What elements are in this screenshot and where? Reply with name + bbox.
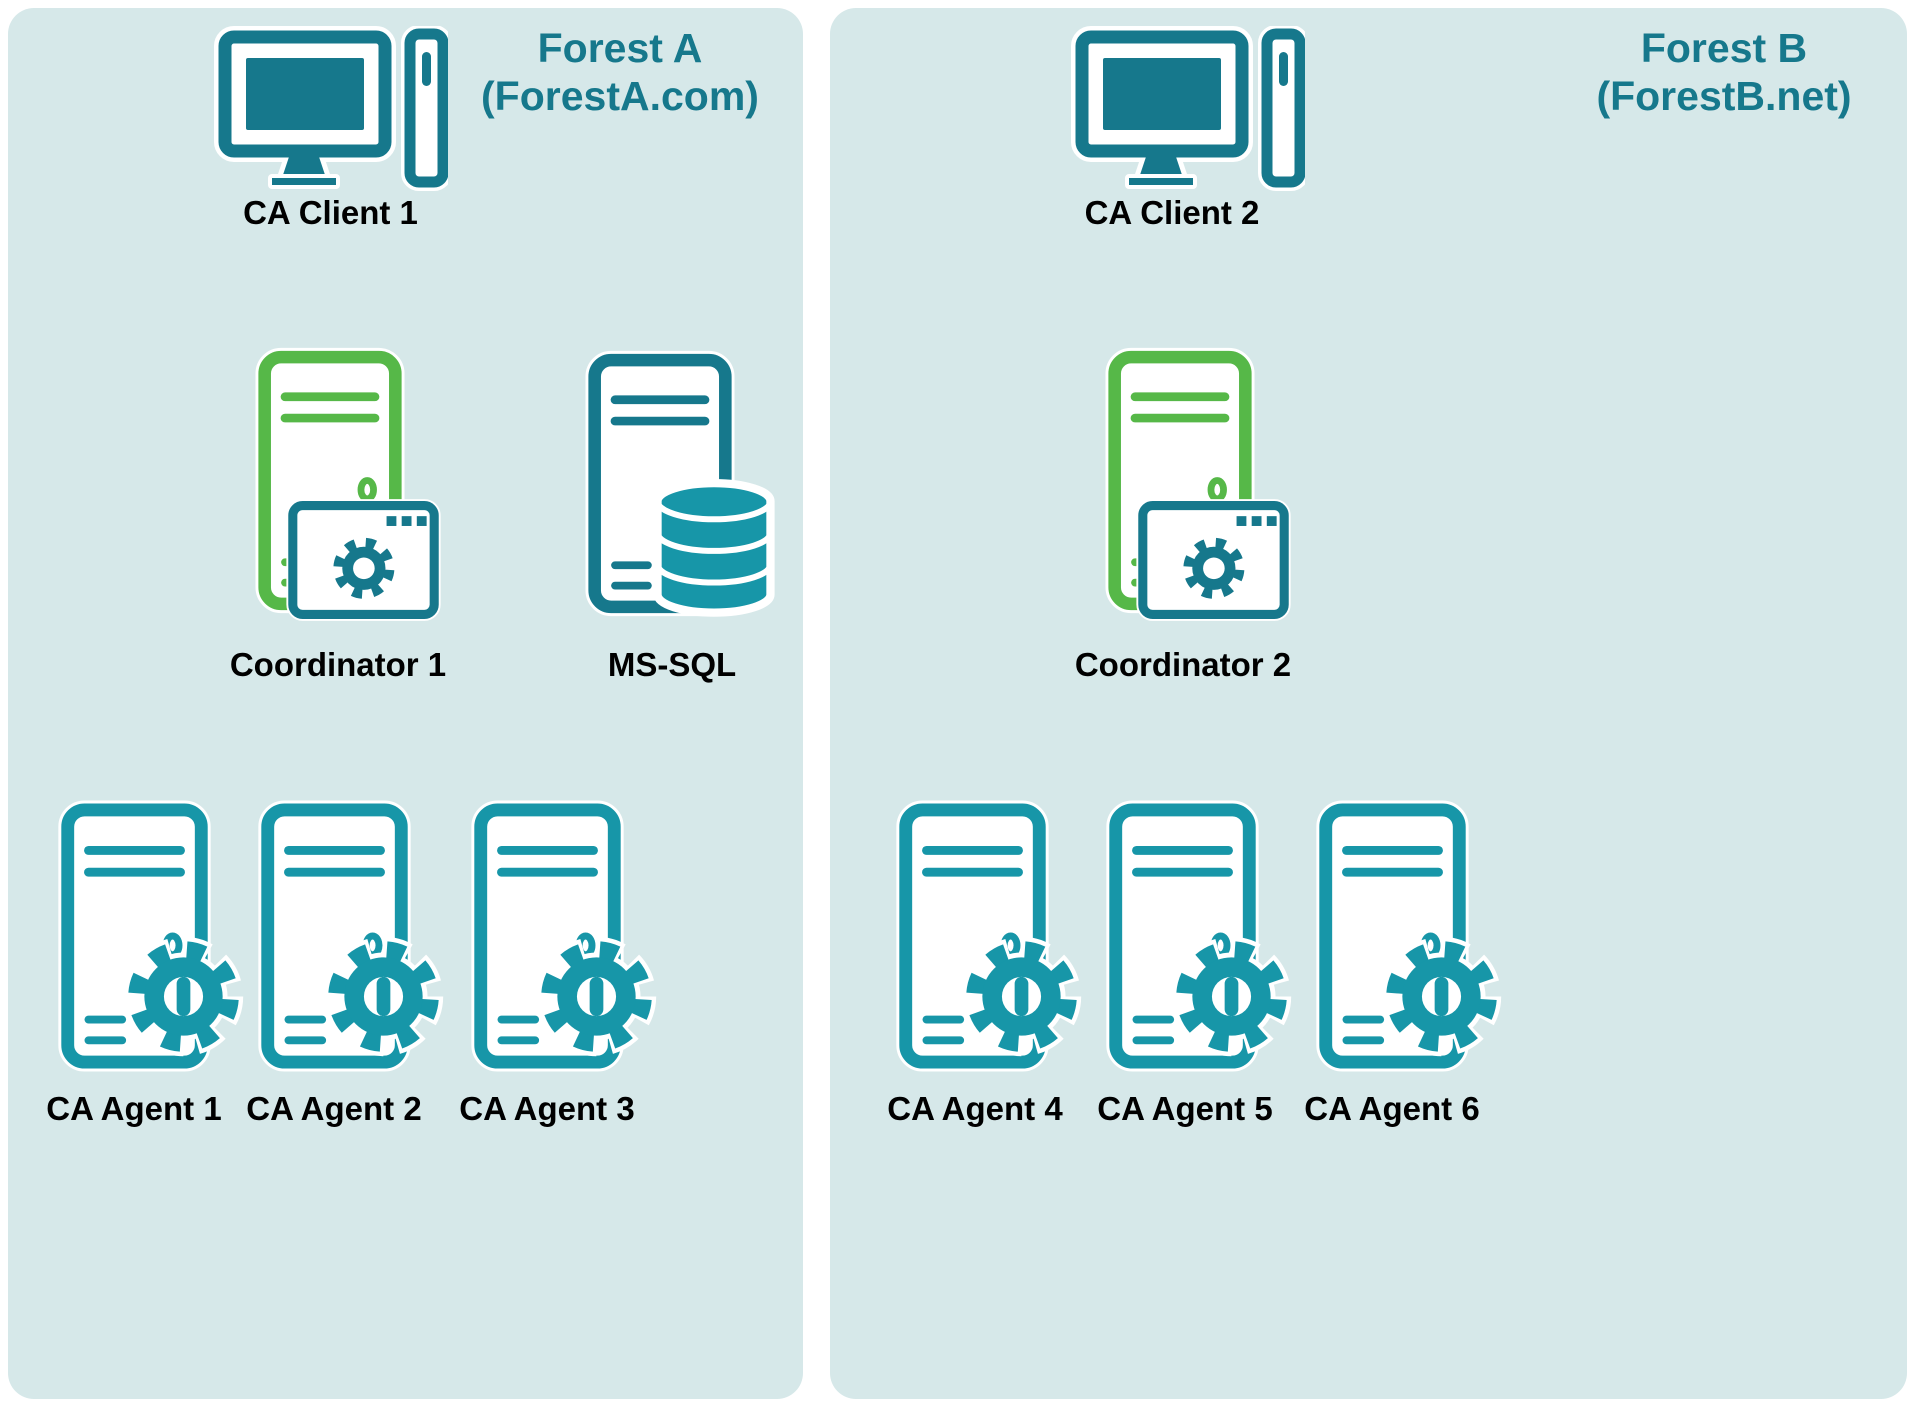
gear-icon bbox=[315, 928, 452, 1065]
coordinator-label: Coordinator 2 bbox=[1074, 646, 1292, 683]
agent-label: CA Agent 4 bbox=[887, 1090, 1063, 1127]
gear-icon bbox=[528, 928, 665, 1065]
agent-label: CA Agent 1 bbox=[46, 1090, 222, 1127]
agent-label: CA Agent 6 bbox=[1304, 1090, 1480, 1127]
gear-window-icon bbox=[286, 498, 441, 622]
gear-icon bbox=[115, 928, 252, 1065]
desktop-computer-icon bbox=[213, 26, 448, 198]
desktop-computer-icon bbox=[1070, 26, 1305, 198]
coordinator-label: Coordinator 1 bbox=[229, 646, 447, 683]
forest-b-panel: Forest B (ForestB.net) CA Client 2 Coord… bbox=[830, 8, 1907, 1399]
forest-a-title-line1: Forest A bbox=[537, 25, 703, 71]
gear-window-icon bbox=[1136, 498, 1291, 622]
database-icon bbox=[650, 473, 778, 625]
gear-icon bbox=[953, 928, 1090, 1065]
agent-label: CA Agent 3 bbox=[459, 1090, 635, 1127]
forest-a-panel: Forest A (ForestA.com) CA Client 1 Coord… bbox=[8, 8, 803, 1399]
forest-a-title-line2: (ForestA.com) bbox=[481, 73, 759, 120]
forest-a-title: Forest A (ForestA.com) bbox=[455, 24, 785, 121]
gear-icon bbox=[1163, 928, 1300, 1065]
client-label: CA Client 1 bbox=[243, 194, 418, 231]
mssql-label: MS-SQL bbox=[607, 646, 737, 683]
forest-b-title: Forest B (ForestB.net) bbox=[1559, 24, 1889, 121]
gear-icon bbox=[1373, 928, 1510, 1065]
forest-b-title-line1: Forest B bbox=[1640, 25, 1808, 71]
client-label: CA Client 2 bbox=[1084, 194, 1260, 231]
agent-label: CA Agent 5 bbox=[1097, 1090, 1273, 1127]
agent-label: CA Agent 2 bbox=[246, 1090, 422, 1127]
forest-b-title-line2: (ForestB.net) bbox=[1596, 73, 1852, 120]
